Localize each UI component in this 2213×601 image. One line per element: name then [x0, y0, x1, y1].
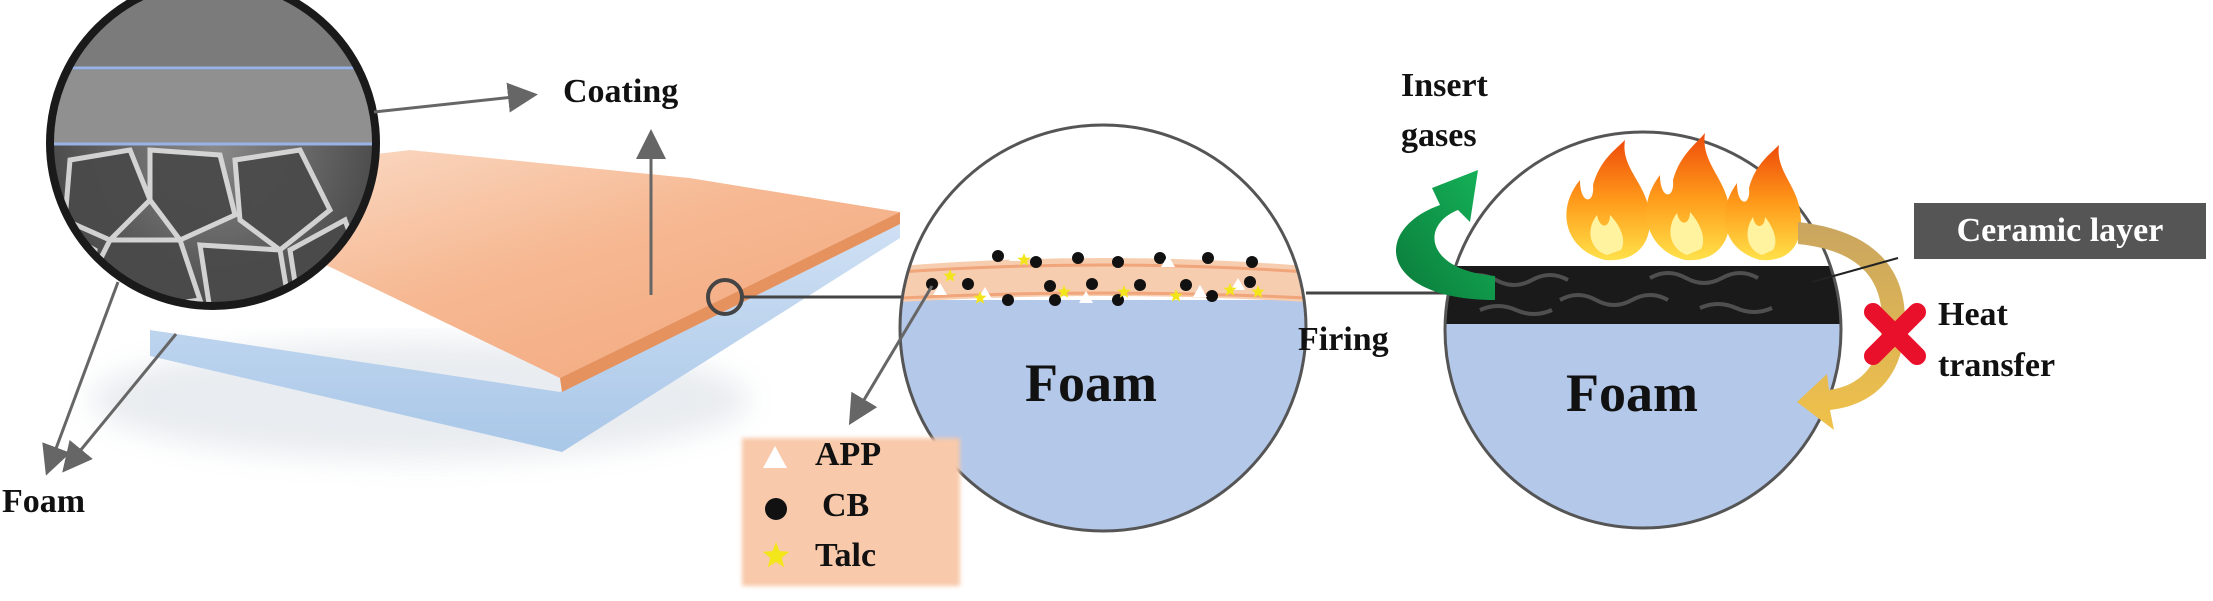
talc-particle	[1057, 285, 1071, 298]
heat-transfer-label-line2: transfer	[1938, 347, 2056, 384]
heat-arrow-icon	[1797, 222, 1905, 430]
cross-icon	[1864, 303, 1926, 365]
sem-micrograph-inset	[46, 0, 380, 310]
talc-particle	[1017, 253, 1031, 266]
foam-slab-edge	[150, 222, 900, 452]
firing-label: Firing	[1298, 321, 1389, 358]
ceramic-layer-label: Ceramic layer	[1956, 212, 2164, 249]
foam-label-left: Foam	[2, 483, 86, 520]
app-particle	[1193, 285, 1207, 297]
legend-label-talc: Talc	[815, 537, 877, 574]
talc-particle	[1169, 289, 1183, 302]
app-particle	[1231, 278, 1245, 290]
legend-star-icon	[762, 542, 790, 568]
talc-particle	[1117, 285, 1131, 298]
app-particle	[933, 283, 947, 295]
cb-particle	[1134, 279, 1146, 291]
foam-label-right: Foam	[1566, 363, 1698, 423]
cb-particle	[1002, 294, 1014, 306]
legend-pointer-arrow	[848, 285, 934, 426]
cb-particle	[1030, 256, 1042, 268]
cb-particle	[1246, 256, 1258, 268]
cb-particle	[1112, 294, 1124, 306]
cb-particle	[1206, 290, 1218, 302]
cb-particle	[962, 278, 974, 290]
legend-circle-icon	[765, 498, 787, 520]
legend-label-app: APP	[815, 436, 882, 473]
cb-particle	[1086, 278, 1098, 290]
heat-transfer-label-line1: Heat	[1938, 296, 2008, 333]
insert-gases-label-line1: Insert	[1401, 67, 1488, 104]
cb-particle	[1049, 294, 1061, 306]
talc-particle	[1251, 285, 1265, 298]
legend-triangle-icon	[763, 446, 787, 468]
ceramic-layer-badge	[1914, 203, 2206, 259]
talc-particle	[1223, 283, 1237, 296]
cb-particle	[1044, 280, 1056, 292]
talc-particle	[943, 269, 957, 282]
coating-layer-edge	[560, 212, 900, 392]
legend-label-cb: CB	[822, 487, 870, 524]
cb-particle	[1154, 252, 1166, 264]
zoom-connector	[706, 278, 902, 316]
app-particle	[1079, 291, 1093, 303]
coating-band-middle	[900, 258, 1306, 302]
cb-particle	[992, 250, 1004, 262]
cb-particle	[1180, 279, 1192, 291]
foam-label-middle: Foam	[1025, 353, 1157, 413]
gas-arrow-icon	[1395, 170, 1495, 300]
coating-particles	[926, 249, 1265, 306]
talc-particle	[973, 291, 987, 304]
cb-particle	[1072, 252, 1084, 264]
cb-particle	[1244, 276, 1256, 288]
pointer-arrows-left	[42, 82, 666, 476]
cb-particle	[1112, 256, 1124, 268]
app-particle	[1161, 255, 1175, 267]
cb-particle	[926, 278, 938, 290]
insert-gases-label-line2: gases	[1401, 117, 1477, 154]
flame-icon	[1566, 133, 1801, 261]
cb-particle	[1202, 252, 1214, 264]
coating-label: Coating	[563, 73, 679, 110]
